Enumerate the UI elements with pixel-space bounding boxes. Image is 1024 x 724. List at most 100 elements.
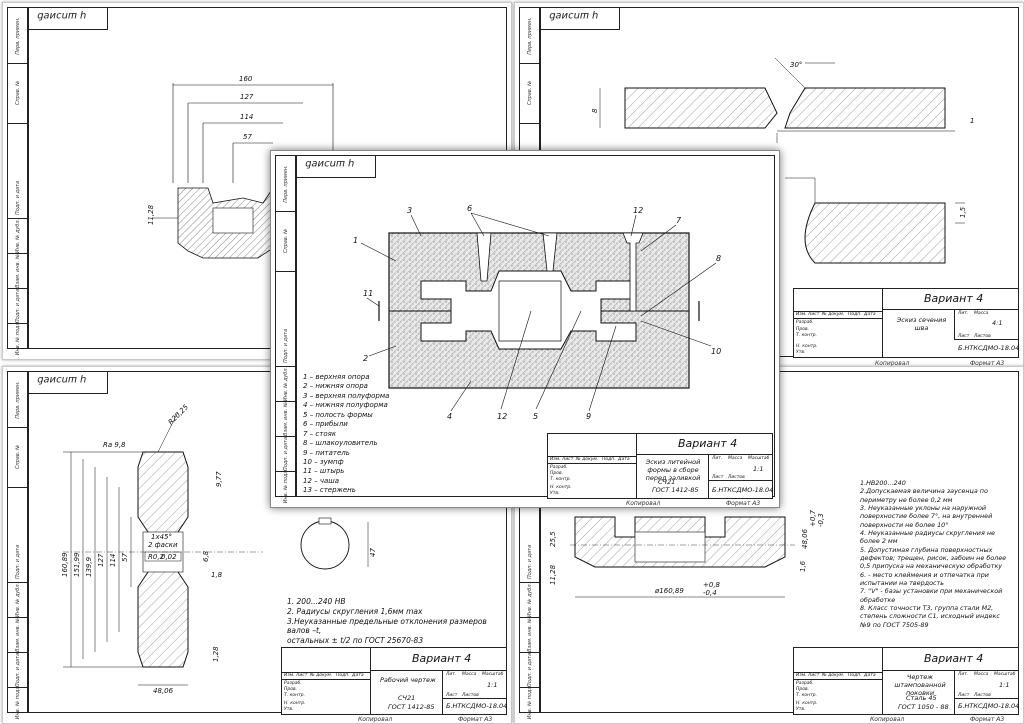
header-utv: Утв. [284, 707, 294, 712]
dim-label: 1,28 [212, 646, 220, 662]
note-line: 8. Класс точности Т3, группа стали М2, с… [860, 603, 1000, 629]
drawing-name: Эскиз литейной формы в сборе перед залив… [645, 458, 701, 482]
header-podp: Подп. [336, 673, 350, 678]
header-nkontr: Н. контр. [796, 701, 818, 706]
note-line: 1.НВ200...240 [860, 479, 906, 487]
dim-label: 1 [970, 117, 974, 125]
header-lit: Лит. [446, 672, 457, 677]
header-data: Дата [352, 673, 364, 678]
legend-item: 1 – верхняя опора [303, 373, 370, 381]
drawing-frame [27, 371, 507, 713]
top-stamp: ɥ шnɔиɐɓ [27, 371, 108, 394]
doc-code: Б.НТКСДМО-18.04 [712, 486, 774, 494]
note-line: 1. 200...240 НВ [287, 597, 346, 606]
header-prov: Пров. [796, 327, 810, 332]
header-listov: Листов [974, 334, 991, 339]
legend-item: 7 – стояк [303, 429, 337, 438]
gost: ГОСТ 1050 - 88 [898, 703, 949, 711]
scale-value: 1:1 [999, 681, 1010, 689]
header-ndoc: № докум. [822, 673, 845, 678]
header-list: Лист [808, 673, 820, 678]
legend-item: 8 – шлакоуловитель [303, 439, 378, 448]
callout-label: 5 [533, 412, 538, 421]
dim-label: R20,25 [167, 403, 191, 427]
header-listov: Листов [974, 693, 991, 698]
header-list: Лист [296, 673, 308, 678]
dim-label: 0,02 [161, 553, 177, 561]
header-izm: Изм. [796, 312, 807, 317]
scale-value: 1:1 [487, 681, 498, 689]
callout-label: 12 [497, 412, 507, 421]
callout-label: 6 [467, 204, 472, 213]
callout-label: 3 [407, 206, 412, 215]
callout-label: 10 [711, 347, 721, 356]
dim-label: 1,8 [211, 571, 223, 579]
header-data: Дата [864, 312, 876, 317]
header-masshtab: Масштаб [994, 672, 1016, 677]
header-masshtab: Масштаб [748, 456, 770, 461]
header-listov: Листов [462, 693, 479, 698]
header-izm: Изм. [796, 673, 807, 678]
dim-label: 6,8 [202, 550, 210, 562]
header-massa: Масса [974, 311, 989, 316]
dim-label: 25,5 [549, 531, 557, 547]
callout-label: 7 [676, 216, 682, 225]
note-line: 5. Допустимая глубина поверхностных дефе… [860, 545, 1007, 571]
dim-label: 8 [591, 108, 599, 113]
footer-copy: Копировал [875, 360, 910, 367]
header-utv: Утв. [550, 491, 560, 496]
callout-label: 12 [633, 206, 643, 215]
variant-title: Вариант 4 [924, 652, 984, 665]
doc-code: Б.НТКСДМО-18.04 [958, 702, 1020, 710]
header-lit: Лит. [958, 311, 969, 316]
legend-item: 2 – нижняя опора [303, 382, 368, 391]
note-line: 2. Радиусы скругления 1,6мм max [287, 606, 423, 616]
dim-label: Ra 9,8 [103, 441, 126, 449]
header-list: Лист [562, 457, 574, 462]
dim-label: 11,28 [549, 564, 557, 585]
legend-item: 11 – штырь [303, 467, 345, 476]
gost: ГОСТ 1412-85 [652, 486, 699, 494]
side-stamp: Перв. примен. Справ. № Подп. и дата Инв.… [7, 7, 29, 355]
dim-label: 9,77 [215, 471, 223, 487]
dim-label: 127 [97, 553, 105, 567]
material: СЧ21 [658, 478, 676, 486]
title-block: Вариант 4 Рабочий чертеж СЧ21 ГОСТ 1412-… [281, 647, 507, 715]
header-utv: Утв. [796, 707, 806, 712]
title-block: Вариант 4 Эскиз сечения шва Лит. Масса 4… [793, 288, 1019, 358]
header-nkontr: Н. контр. [796, 344, 818, 349]
dim-label: 114 [109, 554, 117, 567]
dim-label: 139,9 [85, 556, 93, 577]
drawing-bottom-left: 160,89 151,99 139,9 127 114 57 R20,25 Ra… [61, 403, 377, 695]
footer-copy: Копировал [358, 716, 393, 723]
dim-label: -0,4 [703, 589, 717, 597]
dim-label: 1,5 [959, 206, 967, 218]
footer-format: Формат А3 [970, 360, 1005, 367]
header-podp: Подп. [848, 312, 862, 317]
notes-block: 1. 200...240 НВ 2. Радиусы скругления 1,… [287, 597, 487, 646]
header-tkontr: Т. контр. [796, 333, 817, 338]
legend-item: 13 – стержень [303, 486, 356, 495]
dim-label: -0,3 [817, 513, 825, 527]
footer-format: Формат А3 [458, 716, 493, 723]
header-list: Лист [712, 475, 724, 480]
legend-item: 5 – полость формы [303, 410, 373, 419]
dim-label: ø160,89 [654, 587, 684, 595]
header-podp: Подп. [602, 457, 616, 462]
scale-value: 4:1 [992, 319, 1003, 327]
callout-label: 2 [363, 354, 368, 363]
header-tkontr: Т. контр. [550, 477, 571, 482]
note-line: остальных ± t/2 по ГОСТ 25670-83 [287, 636, 424, 645]
header-list: Лист [446, 693, 458, 698]
header-masshtab: Масштаб [482, 672, 504, 677]
header-podp: Подп. [848, 673, 862, 678]
header-ndoc: № докум. [576, 457, 599, 462]
header-list: Лист [958, 693, 970, 698]
drawing-frame [295, 155, 775, 497]
callout-label: 8 [716, 254, 721, 263]
dim-label: 114 [240, 113, 253, 121]
note-line: 3. Неуказанные уклоны на наружной поверх… [860, 503, 993, 529]
callout-label: 1 [353, 236, 358, 245]
legend-item: 12 – чаша [303, 476, 339, 485]
scale-value: 1:1 [753, 465, 764, 473]
